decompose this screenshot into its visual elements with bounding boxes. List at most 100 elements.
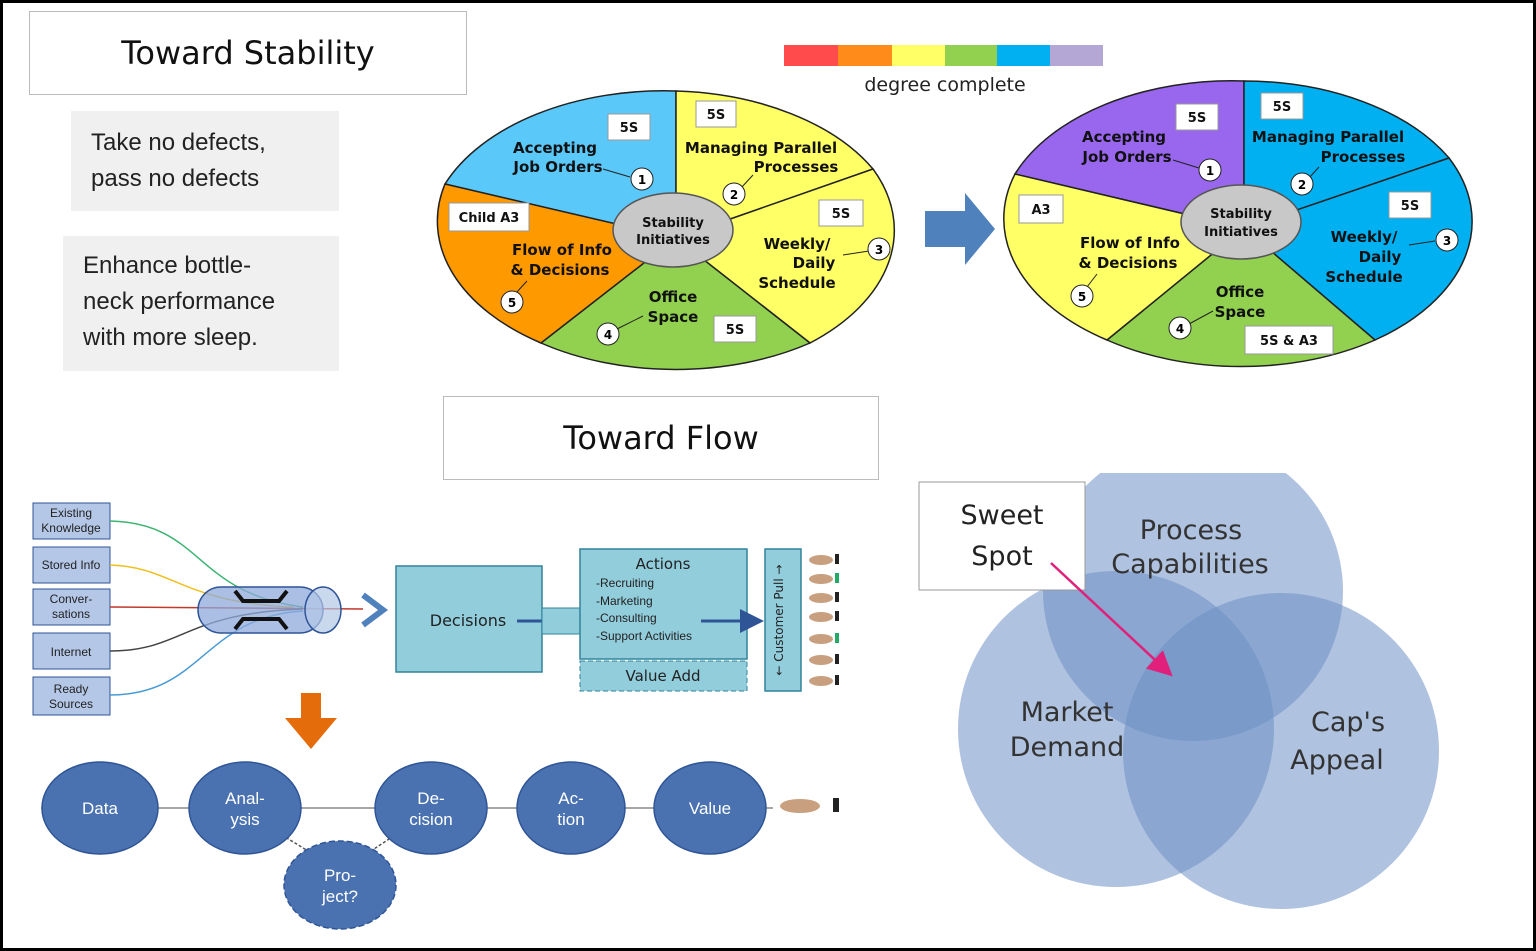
pie-left-s1-badge	[630, 167, 654, 191]
venn-diagram: Process Capabilities Market Demand Cap's…	[918, 473, 1439, 909]
pie-left-s2-tag-box	[695, 100, 737, 128]
pie-right-s3-pointer	[1408, 240, 1436, 246]
pie-left: Stability Initiatives Accepting Job Orde…	[436, 90, 896, 371]
pie-left-s5-badge	[500, 290, 524, 314]
pie-left-s2-tag: 5S	[707, 108, 725, 123]
pie-right-s1-pointer	[1172, 159, 1200, 169]
pie-right-s5-line1: Flow of Info	[1080, 234, 1180, 252]
pie-right-s2-tag: 5S	[1273, 100, 1291, 115]
chain-node-decision	[374, 761, 488, 855]
pie-left-s2-pointer	[740, 174, 754, 189]
pie-right-s2-line1: Managing Parallel	[1252, 128, 1404, 146]
customer-pull-label: ← Customer Pull →	[772, 564, 786, 675]
pie-left-s2-badge	[722, 182, 746, 206]
pie-right-s3-line3: Schedule	[1325, 268, 1402, 286]
legend-swatch-2	[838, 45, 892, 66]
legend-label: degree complete	[864, 74, 1025, 96]
stability-diagram: degree complete Stability Initiatives Ac…	[436, 45, 1473, 371]
handshake-icon	[809, 633, 839, 644]
pie-right-s4-pointer	[1188, 310, 1214, 325]
pie-left-s1-line1: Accepting	[513, 139, 597, 157]
pie-right-s5-tag: A3	[1031, 203, 1050, 218]
pie-right-s5-num: 5	[1078, 290, 1086, 304]
pie-right-s2-line2: Processes	[1321, 148, 1406, 166]
pie-left-s5-tag-box	[448, 202, 530, 232]
source-ready-sources	[32, 676, 111, 716]
pie-left-s3-line2: Daily	[793, 254, 836, 272]
pie-left-s2-line1: Managing Parallel	[685, 139, 837, 157]
pie-right-center	[1180, 184, 1302, 260]
pie-left-s5-line1: Flow of Info	[512, 241, 612, 259]
handshake-icon	[809, 611, 839, 622]
pie-right-s3-num: 3	[1443, 234, 1451, 248]
pie-left-s4-line2: Space	[648, 308, 699, 326]
pie-right: Stability Initiatives Accepting Job Orde…	[1003, 80, 1473, 368]
pie-left-s3-line3: Schedule	[758, 274, 835, 292]
chain-node-decision-line2: cision	[409, 810, 452, 829]
pie-left-s3-badge	[867, 237, 891, 261]
pie-right-s3-tag-box	[1388, 191, 1432, 219]
down-arrow	[285, 693, 337, 749]
pie-left-center-line2: Initiatives	[636, 233, 710, 248]
sweet-spot-arrow	[1050, 562, 1173, 677]
action-recruiting: -Recruiting	[596, 576, 654, 590]
venn-process-line1: Process	[1140, 515, 1242, 546]
source-conversations	[32, 588, 111, 626]
legend-swatch-1	[784, 45, 838, 66]
venn-caps-line1: Cap's	[1311, 707, 1385, 738]
pie-left-s4-tag: 5S	[726, 323, 744, 338]
venn-caps-appeal	[1123, 593, 1439, 909]
handshake-icon	[809, 592, 839, 603]
chain-node-action	[516, 761, 626, 855]
note-defects-line1: Take no defects,	[91, 129, 266, 156]
source-existing-knowledge-line2: Knowledge	[41, 521, 101, 535]
pie-right-s4-badge	[1168, 316, 1192, 340]
handshake-icon	[809, 654, 839, 665]
source-internet	[32, 632, 111, 670]
pie-right-s3-line2: Daily	[1359, 248, 1402, 266]
note-bottleneck-line1: Enhance bottle-	[83, 252, 252, 279]
actions-box	[579, 548, 748, 660]
pie-right-center-line1: Stability	[1210, 207, 1272, 222]
pie-left-center-line1: Stability	[642, 216, 704, 231]
pie-right-s4-line2: Space	[1215, 303, 1266, 321]
legend-swatch-4	[945, 45, 997, 66]
handshake-icon	[809, 573, 839, 584]
sweet-spot-line1: Sweet	[960, 500, 1043, 531]
pie-left-s2-num: 2	[730, 188, 738, 202]
pie-right-s2-pointer	[1308, 166, 1320, 179]
action-support: -Support Activities	[596, 629, 692, 643]
pie-left-s3-num: 3	[875, 243, 883, 257]
source-conversations-line1: Conver-	[50, 592, 93, 606]
pie-right-s1-line1: Accepting	[1082, 128, 1166, 146]
chain-node-analysis-line2: ysis	[230, 810, 259, 829]
degree-legend: degree complete	[784, 45, 1103, 96]
pie-right-s2-tag-box	[1260, 92, 1304, 120]
stability-title: Toward Stability	[29, 11, 467, 95]
chain-node-project-line2: ject?	[321, 887, 358, 906]
pie-left-s5-num: 5	[508, 296, 516, 310]
pie-right-s1-badge	[1198, 158, 1222, 182]
pie-right-s5-line2: & Decisions	[1079, 254, 1178, 272]
pie-right-s4-line1: Office	[1216, 283, 1265, 301]
pie-right-s2-badge	[1290, 172, 1314, 196]
source-list: Existing Knowledge Stored Info Conver- s…	[32, 502, 111, 716]
value-add-label: Value Add	[626, 667, 701, 685]
pie-right-s2-num: 2	[1298, 178, 1306, 192]
action-consulting: -Consulting	[596, 611, 657, 625]
pie-left-s5-tag: Child A3	[459, 211, 520, 226]
pie-left-s4-badge	[596, 322, 620, 346]
actions-title: Actions	[636, 555, 691, 573]
chain-node-analysis	[188, 761, 302, 855]
pie-right-s1-tag: 5S	[1188, 111, 1206, 126]
venn-market-line1: Market	[1021, 697, 1114, 728]
sweet-spot-box	[918, 481, 1086, 591]
pie-right-center-line2: Initiatives	[1204, 225, 1278, 240]
filter-bracket-bottom	[233, 617, 289, 631]
sweet-spot-line2: Spot	[971, 541, 1032, 572]
pie-left-s5-line2: & Decisions	[511, 261, 610, 279]
pie-left-s3-tag: 5S	[832, 207, 850, 222]
decisions-connector-band	[541, 607, 581, 635]
chain-node-value	[653, 761, 767, 855]
